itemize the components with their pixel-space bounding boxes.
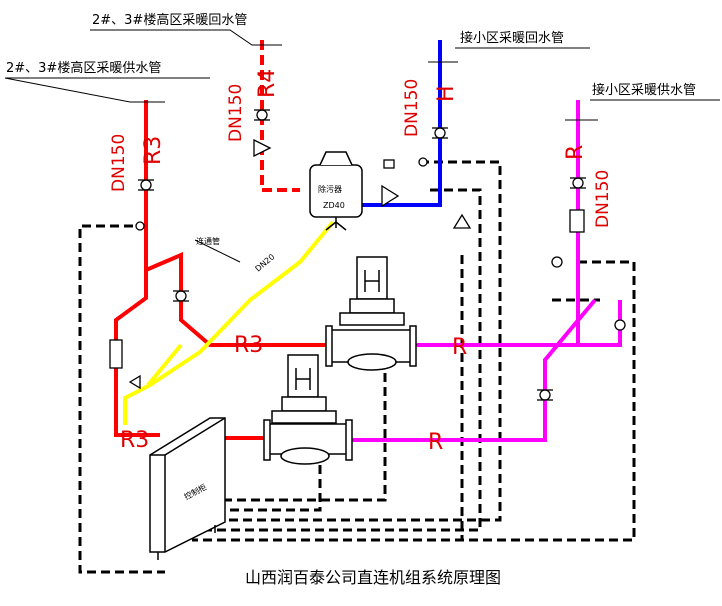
pipe-label-r-bot: R: [428, 430, 443, 455]
blue-pipe: [355, 40, 442, 207]
label-connect-pipe: 连通管: [196, 236, 220, 246]
tank-model: ZD40: [323, 201, 345, 210]
label-district-supply: 接小区采暖供水管: [592, 82, 696, 98]
pipe-label-r4: R4: [255, 69, 280, 98]
valves-and-gauges: [109, 109, 626, 401]
dn150-h: DN150: [402, 79, 422, 137]
dn150-r3: DN150: [109, 134, 129, 192]
control-cabinet: [149, 417, 226, 560]
label-high-return: 2#、3#楼高区采暖回水管: [92, 12, 247, 28]
separator-tank: [309, 151, 363, 231]
pipe-label-r-mid: R: [452, 335, 467, 360]
dn150-r: DN150: [593, 170, 613, 228]
upper-pump: [325, 256, 417, 371]
label-high-supply: 2#、3#楼高区采暖供水管: [6, 60, 161, 76]
diagram-title: 山西润百泰公司直连机组系统原理图: [245, 568, 501, 587]
label-dn20: DN20: [254, 252, 277, 273]
pipe-label-r-top: R: [563, 145, 588, 160]
tank-name: 除污器: [318, 184, 342, 194]
pipe-label-r3-mid: R3: [234, 333, 263, 358]
pipe-label-h: H: [434, 85, 459, 102]
pipe-label-r3-top: R3: [141, 136, 166, 165]
lower-pump: [263, 354, 353, 465]
control-wiring: [78, 160, 636, 574]
pipe-label-r3-bot: R3: [120, 428, 149, 453]
label-district-return: 接小区采暖回水管: [460, 30, 564, 46]
yellow-pipe: [123, 220, 335, 425]
red-pipes: [114, 40, 330, 440]
dn150-r4: DN150: [226, 84, 246, 142]
callout-leaders: [4, 29, 720, 263]
